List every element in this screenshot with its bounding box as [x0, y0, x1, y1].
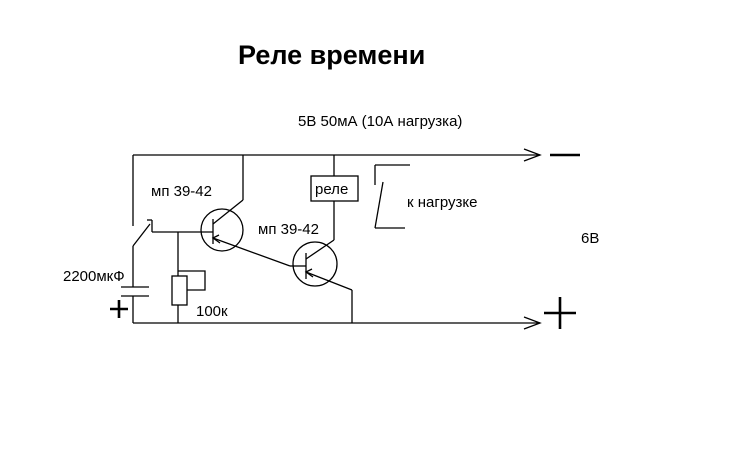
diagram-title: Реле времени — [238, 40, 425, 70]
transistor-1-label: мп 39-42 — [151, 183, 212, 200]
relay-label: реле — [315, 181, 348, 198]
supply-rating-label: 5В 50мА (10А нагрузка) — [298, 113, 462, 130]
relay-contact — [374, 164, 410, 229]
relay-coil — [310, 155, 359, 202]
transistor-2 — [290, 201, 353, 323]
voltage-label: 6В — [581, 230, 599, 247]
start-switch — [132, 155, 178, 287]
transistor-1 — [178, 155, 291, 267]
positive-terminal-symbol — [544, 297, 576, 329]
load-contact-label: к нагрузке — [407, 194, 477, 211]
capacitor-label: 2200мкФ — [63, 268, 125, 285]
negative-rail — [133, 148, 542, 162]
timing-capacitor — [121, 286, 149, 323]
positive-rail — [133, 316, 542, 330]
transistor-2-label: мп 39-42 — [258, 221, 319, 238]
variable-resistor — [171, 232, 206, 323]
resistor-label: 100к — [196, 303, 228, 320]
capacitor-plus-symbol — [110, 300, 128, 318]
